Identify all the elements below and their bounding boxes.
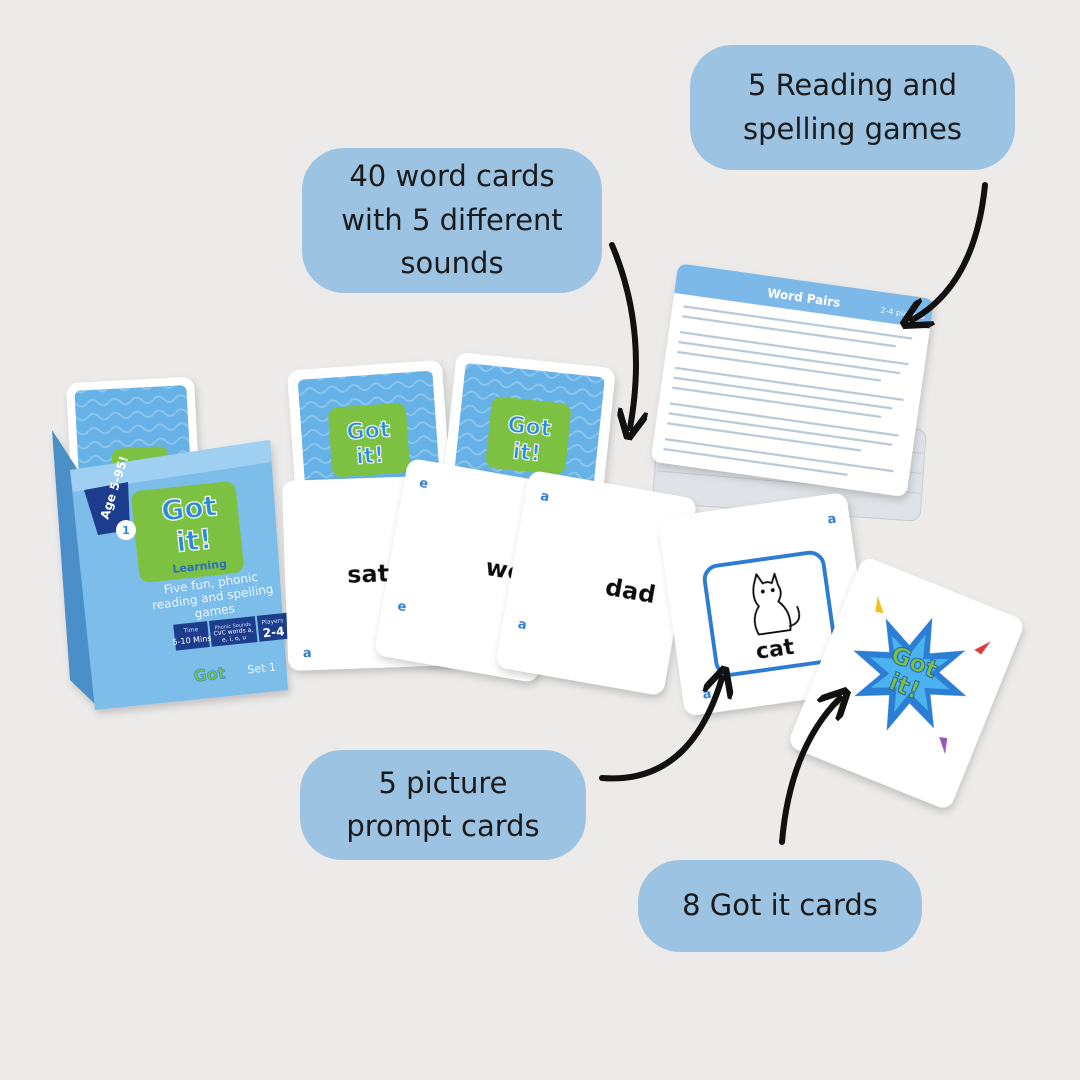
word-sat: sat: [347, 559, 390, 588]
card-corner-a: a: [303, 646, 312, 661]
box-set-badge: 1: [122, 524, 130, 537]
box-sounds-label: Phonic Sounds: [214, 622, 251, 632]
box-brand-sub: Learning: [172, 557, 228, 576]
box-set-badge-circle: [116, 520, 136, 540]
svg-text:it!: it!: [511, 439, 542, 467]
svg-text:Got: Got: [346, 418, 392, 446]
svg-text:it!: it!: [355, 443, 385, 470]
card-corner-a: a: [539, 489, 550, 505]
box-time-value: 5-10 Mins: [172, 634, 212, 647]
box-brand-line2: it!: [174, 522, 213, 559]
callout-reading-games: 5 Reading and spelling games: [690, 45, 1015, 170]
starburst-icon: [831, 595, 991, 755]
card-corner-e: e: [396, 599, 407, 615]
arrow-to-rules-card: [912, 182, 988, 320]
card-corner-a: a: [517, 617, 528, 633]
box-time-label: Time: [182, 626, 199, 635]
box-players-value: 2-4: [262, 624, 285, 640]
card-corner-a: a: [827, 512, 838, 528]
card-corner-e: e: [418, 476, 429, 492]
arrow-to-word-cards: [609, 242, 636, 428]
callout-word-cards: 40 word cards with 5 different sounds: [302, 148, 602, 293]
box-players-label: Players: [261, 617, 283, 626]
callout-gotit-cards: 8 Got it cards: [638, 860, 922, 952]
picture-prompt-card-cat: a a cat: [659, 493, 873, 715]
word-cat: cat: [754, 635, 796, 665]
box-brand-line1: Got: [160, 489, 219, 528]
product-box: Got Age 5-95! Got it! Learning 1 Five fu…: [52, 377, 290, 710]
cat-icon: [752, 572, 801, 636]
arrow-to-picture-card: [599, 678, 722, 782]
box-set-text: Set 1: [247, 661, 277, 677]
word-card-dad: a a dad: [497, 471, 696, 695]
rules-card-deck: Word Pairs 2-4 players: [651, 264, 933, 522]
box-bottom-logo: Got: [193, 663, 227, 685]
svg-text:Got: Got: [506, 413, 553, 442]
got-it-card: Got it!: [790, 559, 1023, 808]
arrow-to-got-it-card: [779, 698, 840, 845]
callout-picture-cards: 5 picture prompt cards: [300, 750, 586, 860]
